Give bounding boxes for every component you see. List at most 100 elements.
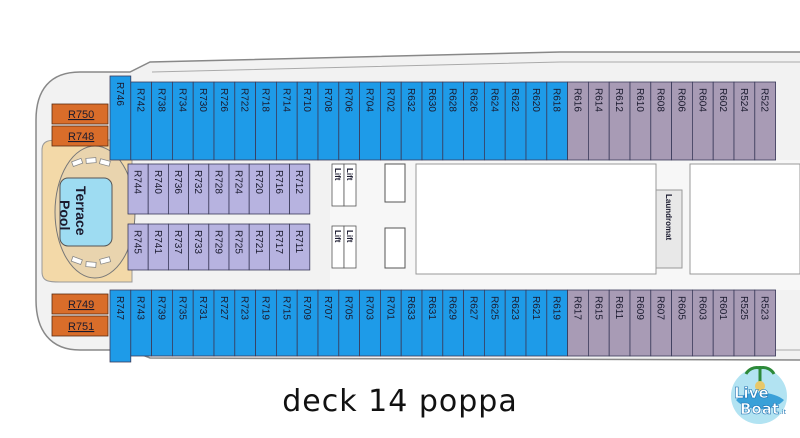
- cabin-R605[interactable]: R605: [671, 289, 693, 357]
- cabin-R602[interactable]: R602: [712, 81, 735, 161]
- cabin-R610[interactable]: R610: [629, 81, 652, 161]
- cabin-R716[interactable]: R716: [268, 163, 290, 215]
- cabin-R704[interactable]: R704: [359, 81, 381, 161]
- cabin-R719[interactable]: R719: [255, 289, 277, 357]
- cabin-number: R726: [218, 88, 229, 112]
- cabin-R736[interactable]: R736: [167, 163, 189, 215]
- cabin-R624[interactable]: R624: [483, 81, 506, 161]
- cabin-R620[interactable]: R620: [525, 81, 548, 161]
- cabin-R607[interactable]: R607: [650, 289, 672, 357]
- cabin-R741[interactable]: R741: [147, 223, 169, 271]
- cabin-number: R719: [260, 296, 271, 320]
- cabin-R734[interactable]: R734: [171, 81, 194, 161]
- cabin-R727[interactable]: R727: [213, 289, 236, 357]
- cabin-R705[interactable]: R705: [338, 289, 360, 357]
- cabin-R720[interactable]: R720: [248, 163, 270, 215]
- cabin-R722[interactable]: R722: [234, 81, 257, 161]
- cabin-R712[interactable]: R712: [289, 163, 311, 215]
- cabin-R609[interactable]: R609: [629, 289, 652, 357]
- cabin-R608[interactable]: R608: [650, 81, 672, 161]
- cabin-number: R624: [488, 88, 499, 112]
- cabin-R631[interactable]: R631: [421, 289, 444, 357]
- cabin-R623[interactable]: R623: [504, 289, 527, 357]
- cabin-R746[interactable]: R746: [109, 75, 132, 161]
- suite-R748[interactable]: R748: [51, 125, 109, 147]
- cabin-R721[interactable]: R721: [248, 223, 270, 271]
- cabin-R618[interactable]: R618: [546, 81, 568, 161]
- cabin-R702[interactable]: R702: [379, 81, 402, 161]
- cabin-R742[interactable]: R742: [130, 81, 153, 161]
- suite-number: R750: [68, 109, 94, 121]
- cabin-R710[interactable]: R710: [296, 81, 319, 161]
- cabin-R725[interactable]: R725: [228, 223, 250, 271]
- cabin-R611[interactable]: R611: [608, 289, 631, 357]
- cabin-R614[interactable]: R614: [588, 81, 610, 161]
- cabin-R729[interactable]: R729: [208, 223, 230, 271]
- cabin-R709[interactable]: R709: [296, 289, 319, 357]
- cabin-R738[interactable]: R738: [151, 81, 173, 161]
- cabin-number: R715: [280, 296, 291, 320]
- cabin-R707[interactable]: R707: [317, 289, 340, 357]
- cabin-R633[interactable]: R633: [400, 289, 423, 357]
- cabin-R525[interactable]: R525: [733, 289, 756, 357]
- cabin-R615[interactable]: R615: [588, 289, 610, 357]
- suite-R749[interactable]: R749: [51, 293, 109, 315]
- cabin-number: R601: [717, 296, 728, 320]
- cabin-R743[interactable]: R743: [130, 289, 153, 357]
- cabin-R747[interactable]: R747: [109, 289, 132, 363]
- cabin-R627[interactable]: R627: [463, 289, 485, 357]
- cabin-R628[interactable]: R628: [442, 81, 464, 161]
- suite-R750[interactable]: R750: [51, 103, 109, 125]
- cabin-R745[interactable]: R745: [127, 223, 149, 271]
- cabin-R717[interactable]: R717: [268, 223, 290, 271]
- cabin-R744[interactable]: R744: [127, 163, 149, 215]
- cabin-number: R725: [233, 230, 244, 254]
- cabin-R630[interactable]: R630: [421, 81, 444, 161]
- cabin-R731[interactable]: R731: [192, 289, 215, 357]
- cabin-R703[interactable]: R703: [359, 289, 381, 357]
- cabin-R728[interactable]: R728: [208, 163, 230, 215]
- cabin-R723[interactable]: R723: [234, 289, 257, 357]
- cabin-R603[interactable]: R603: [692, 289, 714, 357]
- cabin-R626[interactable]: R626: [463, 81, 485, 161]
- cabin-R737[interactable]: R737: [167, 223, 189, 271]
- cabin-R604[interactable]: R604: [692, 81, 714, 161]
- cabin-R711[interactable]: R711: [289, 223, 311, 271]
- cabin-R601[interactable]: R601: [712, 289, 735, 357]
- cabin-R612[interactable]: R612: [608, 81, 631, 161]
- cabin-R739[interactable]: R739: [151, 289, 173, 357]
- cabin-R523[interactable]: R523: [754, 289, 776, 357]
- cabin-R715[interactable]: R715: [275, 289, 298, 357]
- cabin-number: R629: [447, 296, 458, 320]
- cabin-R629[interactable]: R629: [442, 289, 464, 357]
- stairs-top: [384, 163, 406, 203]
- cabin-R619[interactable]: R619: [546, 289, 568, 357]
- cabin-R706[interactable]: R706: [338, 81, 360, 161]
- cabin-R621[interactable]: R621: [525, 289, 548, 357]
- cabin-R701[interactable]: R701: [379, 289, 402, 357]
- suite-R751[interactable]: R751: [51, 315, 109, 337]
- cabin-R732[interactable]: R732: [188, 163, 210, 215]
- cabin-R522[interactable]: R522: [754, 81, 776, 161]
- cabin-number: R744: [132, 170, 143, 194]
- cabin-R617[interactable]: R617: [567, 289, 589, 357]
- cabin-R606[interactable]: R606: [671, 81, 693, 161]
- cabin-R714[interactable]: R714: [275, 81, 298, 161]
- cabin-number: R736: [172, 170, 183, 194]
- cabin-R718[interactable]: R718: [255, 81, 277, 161]
- cabin-R616[interactable]: R616: [567, 81, 589, 161]
- cabin-R733[interactable]: R733: [188, 223, 210, 271]
- cabin-R708[interactable]: R708: [317, 81, 340, 161]
- cabin-R622[interactable]: R622: [504, 81, 527, 161]
- cabin-R625[interactable]: R625: [483, 289, 506, 357]
- cabin-R524[interactable]: R524: [733, 81, 756, 161]
- cabin-R735[interactable]: R735: [171, 289, 194, 357]
- cabin-R730[interactable]: R730: [192, 81, 215, 161]
- cabin-R726[interactable]: R726: [213, 81, 236, 161]
- cabin-number: R746: [114, 82, 125, 106]
- cabin-R724[interactable]: R724: [228, 163, 250, 215]
- cabin-R632[interactable]: R632: [400, 81, 423, 161]
- cabin-number: R737: [172, 230, 183, 254]
- cabin-number: R610: [634, 88, 645, 112]
- cabin-R740[interactable]: R740: [147, 163, 169, 215]
